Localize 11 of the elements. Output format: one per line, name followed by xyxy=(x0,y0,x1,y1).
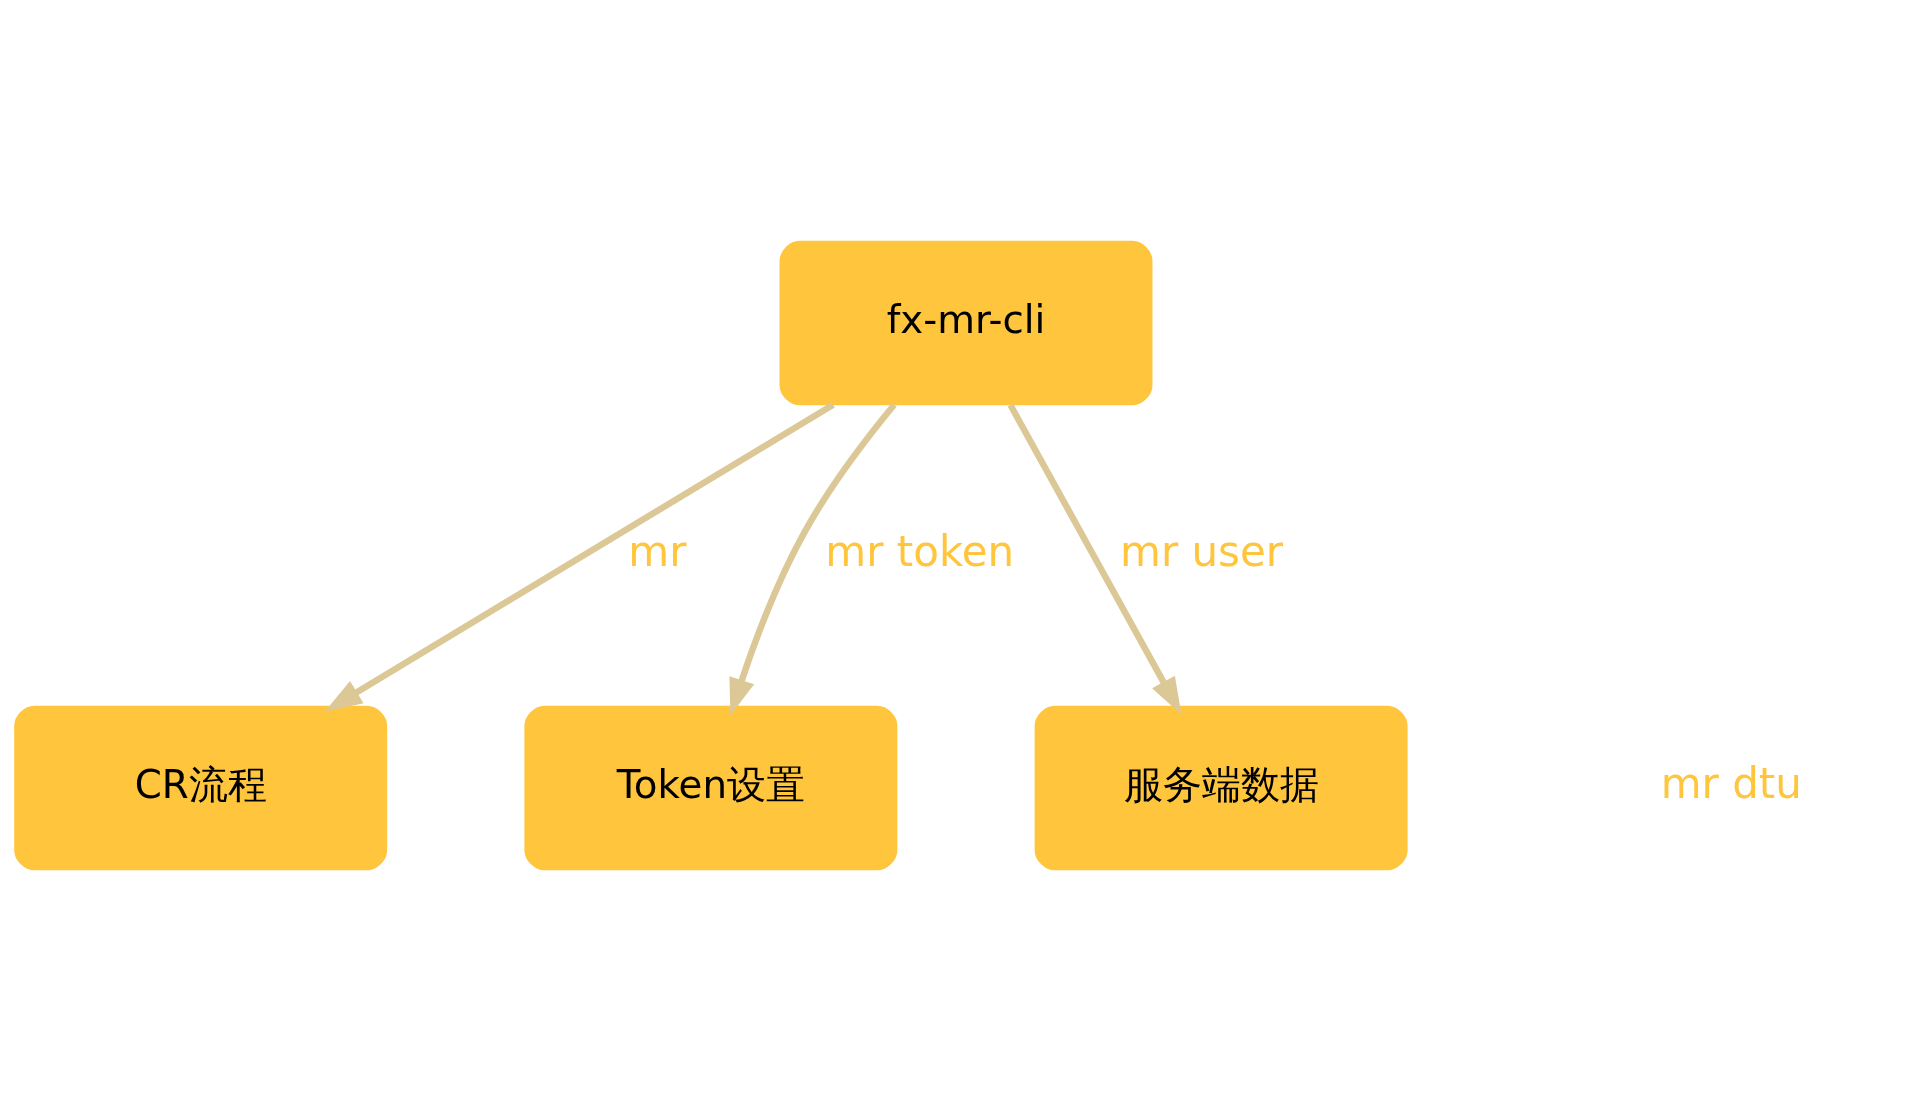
node-box: 服务端数据 xyxy=(1034,705,1408,871)
arrow xyxy=(324,402,835,712)
edge-label: mr token xyxy=(825,526,1015,576)
label: mr dtu xyxy=(1660,759,1802,809)
arrow xyxy=(1007,403,1182,715)
node-box: fx-mr-cli xyxy=(779,240,1153,406)
edge-label: mr xyxy=(628,526,687,576)
node-box: Token设置 xyxy=(524,705,898,871)
node-box: CR流程 xyxy=(14,705,388,871)
edge-label: mr user xyxy=(1120,526,1284,576)
arrow xyxy=(729,402,897,716)
